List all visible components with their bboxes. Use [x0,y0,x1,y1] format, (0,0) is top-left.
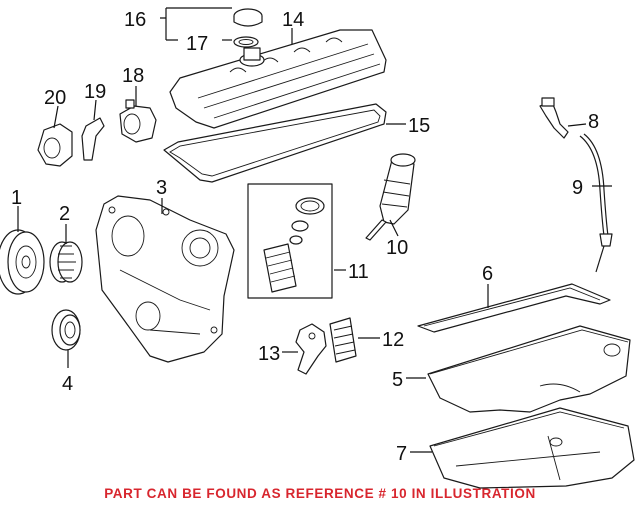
callout-16: 16 [124,9,146,31]
reference-note: PART CAN BE FOUND AS REFERENCE # 10 IN I… [104,486,536,501]
oil-filter-kit[interactable] [247,183,333,299]
callout-11: 11 [348,261,369,283]
callout-8: 8 [588,111,599,133]
mounting-bracket[interactable] [295,323,327,375]
upper-oil-pan[interactable] [427,325,631,413]
callout-5: 5 [392,369,403,391]
oil-cooler[interactable] [329,317,357,363]
valve-cover-gasket[interactable] [163,103,387,183]
callout-3: 3 [156,177,167,199]
callout-10: 10 [386,237,408,259]
oil-filler-cap[interactable] [233,8,263,27]
oil-filter-housing[interactable] [365,153,416,241]
valve-cover[interactable] [169,29,387,129]
leader-lines [17,7,612,453]
timing-cover[interactable] [95,195,235,363]
callout-7: 7 [396,443,407,465]
callout-15: 15 [408,115,430,137]
filler-seal-ring[interactable] [233,36,259,48]
callout-20: 20 [44,87,66,109]
callout-19: 19 [84,81,106,103]
callout-6: 6 [482,263,493,285]
front-crankshaft-seal[interactable] [51,309,81,351]
callout-labels: 16 17 14 18 19 20 15 8 9 1 2 3 10 11 6 1… [11,9,599,465]
callout-18: 18 [122,65,144,87]
oil-level-sensor[interactable] [539,97,569,139]
callout-14: 14 [282,9,304,31]
callout-1: 1 [11,187,22,209]
dipstick-tube[interactable] [579,133,613,273]
crankshaft-pulley[interactable] [0,229,45,295]
callout-2: 2 [59,203,70,225]
vent-valve[interactable] [37,123,73,167]
callout-17: 17 [186,33,208,55]
callout-9: 9 [572,177,583,199]
oil-pan-gasket[interactable] [417,283,611,333]
lower-oil-pan[interactable] [429,407,635,489]
breather-housing[interactable] [119,99,157,143]
breather-hose[interactable] [81,117,105,161]
callout-12: 12 [382,329,404,351]
callout-13: 13 [258,343,280,365]
crankshaft-sprocket[interactable] [49,241,83,283]
callout-4: 4 [62,373,73,395]
